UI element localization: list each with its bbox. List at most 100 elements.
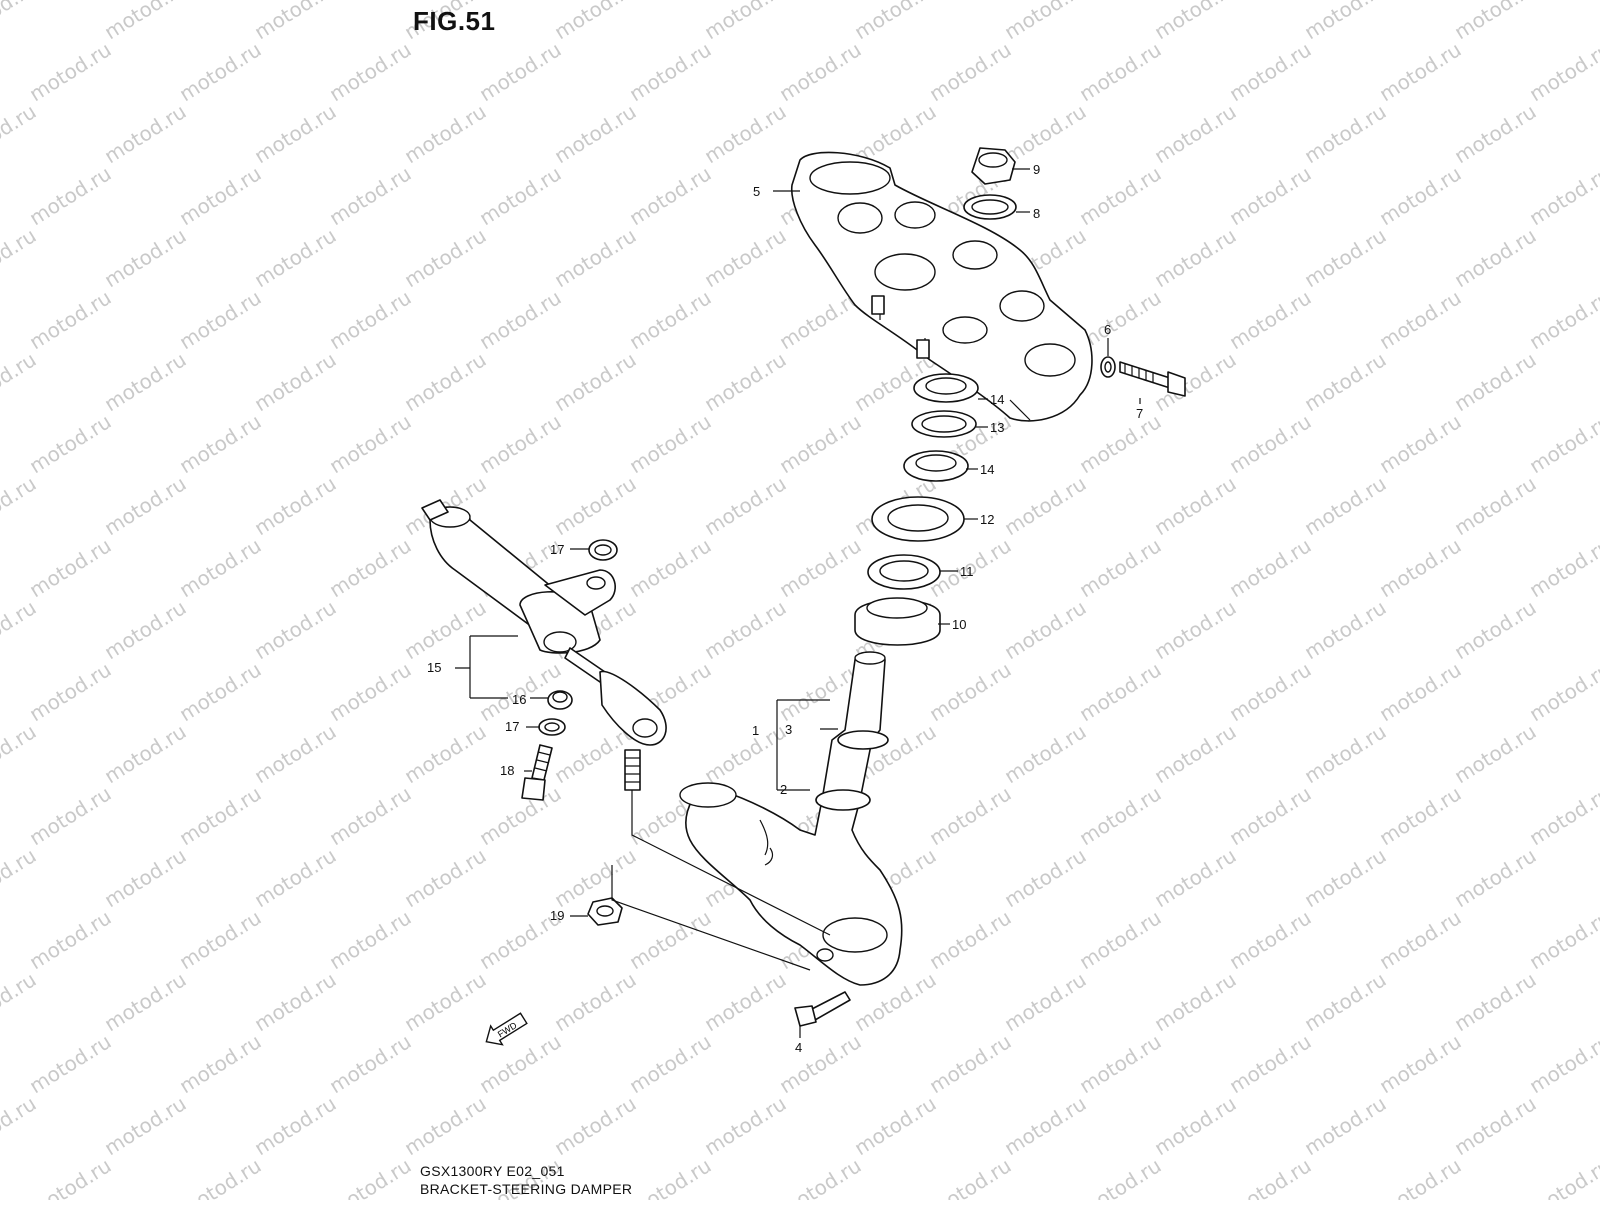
- watermark-text: motod.ru: [925, 905, 1016, 974]
- watermark-text: motod.ru: [850, 1091, 941, 1160]
- watermark-text: motod.ru: [0, 595, 40, 664]
- watermark-text: motod.ru: [1150, 843, 1241, 912]
- watermark-text: motod.ru: [1450, 347, 1541, 416]
- watermark-text: motod.ru: [325, 1153, 416, 1200]
- watermark-text: motod.ru: [250, 471, 341, 540]
- watermark-text: motod.ru: [1525, 1153, 1600, 1200]
- watermark-text: motod.ru: [1375, 161, 1466, 230]
- callout-14-lower: 14: [980, 462, 994, 477]
- watermark-text: motod.ru: [325, 161, 416, 230]
- watermark-text: motod.ru: [775, 1029, 866, 1098]
- callout-17-upper: 17: [550, 542, 564, 557]
- watermark-text: motod.ru: [700, 595, 791, 664]
- watermark-text: motod.ru: [550, 223, 641, 292]
- watermark-text: motod.ru: [1075, 657, 1166, 726]
- watermark-text: motod.ru: [475, 161, 566, 230]
- watermark-text: motod.ru: [325, 781, 416, 850]
- callout-1: 1: [752, 723, 759, 738]
- watermark-text: motod.ru: [1300, 0, 1391, 44]
- watermark-text: motod.ru: [1450, 967, 1541, 1036]
- watermark-text: motod.ru: [250, 595, 341, 664]
- watermark-text: motod.ru: [475, 37, 566, 106]
- callout-9: 9: [1033, 162, 1040, 177]
- callout-11: 11: [960, 564, 974, 579]
- callout-8: 8: [1033, 206, 1040, 221]
- watermark-text: motod.ru: [250, 967, 341, 1036]
- watermark-text: motod.ru: [175, 781, 266, 850]
- watermark-text: motod.ru: [625, 37, 716, 106]
- watermark-text: motod.ru: [925, 781, 1016, 850]
- watermark-text: motod.ru: [1075, 37, 1166, 106]
- washer-17-upper: [589, 540, 617, 560]
- watermark-text: motod.ru: [1300, 99, 1391, 168]
- watermark-text: motod.ru: [1525, 781, 1600, 850]
- watermark-text: motod.ru: [1450, 1091, 1541, 1160]
- watermark-text: motod.ru: [700, 223, 791, 292]
- watermark-text: motod.ru: [1225, 409, 1316, 478]
- watermark-text: motod.ru: [1375, 37, 1466, 106]
- watermark-text: motod.ru: [100, 1091, 191, 1160]
- watermark-text: motod.ru: [0, 1091, 40, 1160]
- callout-17-lower: 17: [505, 719, 519, 734]
- watermark-text: motod.ru: [1225, 781, 1316, 850]
- watermark-text: motod.ru: [1525, 533, 1600, 602]
- watermark-text: motod.ru: [325, 657, 416, 726]
- watermark-text: motod.ru: [475, 409, 566, 478]
- watermark-text: motod.ru: [1525, 161, 1600, 230]
- watermark-text: motod.ru: [1000, 843, 1091, 912]
- watermark-text: motod.ru: [325, 905, 416, 974]
- watermark-text: motod.ru: [925, 1153, 1016, 1200]
- watermark-text: motod.ru: [1300, 719, 1391, 788]
- watermark-text: motod.ru: [25, 409, 116, 478]
- callout-14-upper: 14: [990, 392, 1004, 407]
- callout-4: 4: [795, 1040, 802, 1055]
- watermark-text: motod.ru: [1075, 533, 1166, 602]
- watermark-text: motod.ru: [175, 533, 266, 602]
- watermark-text: motod.ru: [1450, 595, 1541, 664]
- watermark-text: motod.ru: [1225, 285, 1316, 354]
- watermark-text: motod.ru: [0, 99, 40, 168]
- watermark-text: motod.ru: [775, 409, 866, 478]
- watermark-text: motod.ru: [100, 471, 191, 540]
- watermark-text: motod.ru: [1450, 471, 1541, 540]
- washer-17-lower: [539, 719, 565, 735]
- watermark-text: motod.ru: [625, 285, 716, 354]
- watermark-text: motod.ru: [700, 99, 791, 168]
- watermark-text: motod.ru: [1300, 1091, 1391, 1160]
- bolt-4: [795, 992, 850, 1026]
- watermark-text: motod.ru: [250, 719, 341, 788]
- watermark-text: motod.ru: [1075, 409, 1166, 478]
- lock-nut-14-lower: [904, 451, 968, 481]
- callout-3: 3: [785, 722, 792, 737]
- model-code: GSX1300RY E02_051: [420, 1163, 565, 1179]
- nut-9: [972, 148, 1015, 184]
- callout-10: 10: [952, 617, 966, 632]
- watermark-text: motod.ru: [1525, 285, 1600, 354]
- watermark-text: motod.ru: [0, 223, 40, 292]
- watermark-text: motod.ru: [1225, 161, 1316, 230]
- watermark-text: motod.ru: [1450, 223, 1541, 292]
- watermark-text: motod.ru: [1225, 37, 1316, 106]
- watermark-text: motod.ru: [1375, 781, 1466, 850]
- watermark-text: motod.ru: [1525, 409, 1600, 478]
- watermark-text: motod.ru: [100, 967, 191, 1036]
- watermark-text: motod.ru: [1075, 161, 1166, 230]
- watermark-text: motod.ru: [250, 99, 341, 168]
- watermark-text: motod.ru: [400, 843, 491, 912]
- watermark-text: motod.ru: [1300, 595, 1391, 664]
- watermark-text: motod.ru: [1375, 1029, 1466, 1098]
- watermark-text: motod.ru: [475, 781, 566, 850]
- watermark-text: motod.ru: [1150, 1091, 1241, 1160]
- watermark-text: motod.ru: [1075, 905, 1166, 974]
- callout-5: 5: [753, 184, 760, 199]
- watermark-text: motod.ru: [1000, 471, 1091, 540]
- watermark-text: motod.ru: [1225, 657, 1316, 726]
- watermark-text: motod.ru: [175, 657, 266, 726]
- watermark-text: motod.ru: [925, 657, 1016, 726]
- watermark-text: motod.ru: [175, 285, 266, 354]
- watermark-text: motod.ru: [1000, 967, 1091, 1036]
- watermark-text: motod.ru: [25, 1153, 116, 1200]
- watermark-text: motod.ru: [700, 967, 791, 1036]
- watermark-text: motod.ru: [1375, 409, 1466, 478]
